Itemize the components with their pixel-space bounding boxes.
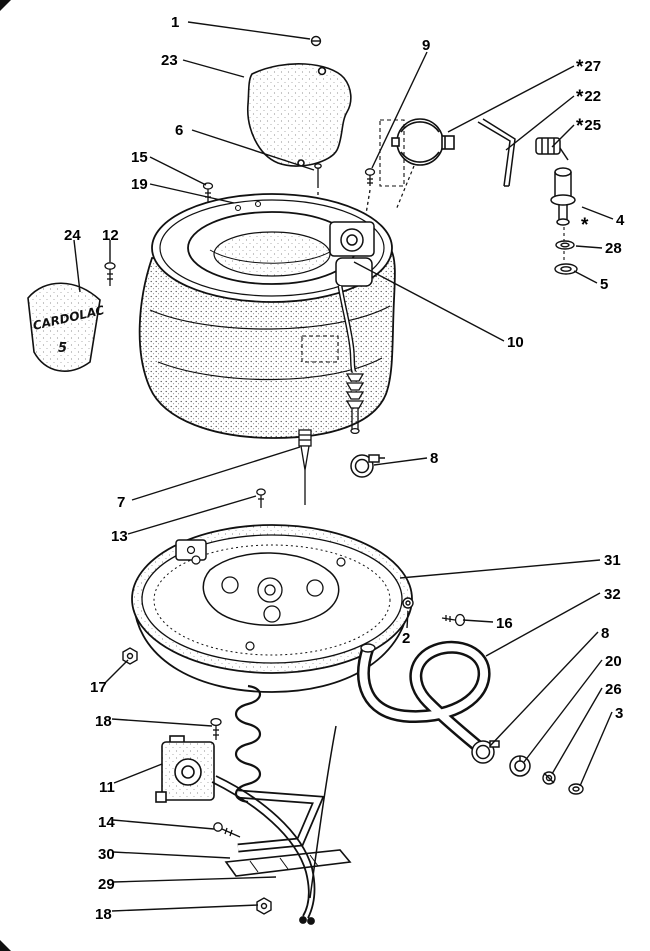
- callout-1: 1: [171, 14, 180, 31]
- screw-12: [104, 262, 116, 286]
- adapter-plate-31: [131, 524, 413, 693]
- fuel-pump: [379, 118, 455, 211]
- callout-3: 3: [615, 705, 624, 722]
- callout-29: 29: [98, 876, 115, 893]
- washer-28: [555, 240, 575, 250]
- carburetor: [329, 221, 375, 374]
- callout-13: 13: [111, 528, 128, 545]
- solenoid-11: [155, 735, 215, 803]
- callout-26: 26: [605, 681, 622, 698]
- barbed-fitting: [345, 373, 365, 435]
- callout-32: 32: [604, 586, 621, 603]
- callout-14: 14: [98, 814, 115, 831]
- pin-6: [314, 163, 322, 212]
- callout-12: 12: [102, 227, 119, 244]
- callout-30: 30: [98, 846, 115, 863]
- screw-14: [213, 822, 241, 838]
- asterisk: *: [576, 116, 584, 137]
- callout-10: 10: [507, 334, 524, 351]
- screw-18-upper: [210, 717, 222, 740]
- asterisk: *: [576, 57, 584, 78]
- nut-18-lower: [256, 897, 272, 915]
- callout-31: 31: [604, 552, 621, 569]
- main-housing: [138, 193, 396, 439]
- fitting-26: [542, 771, 556, 785]
- bolt-9: [364, 168, 376, 215]
- callout-11: 11: [99, 779, 115, 796]
- stud-2: [402, 597, 414, 609]
- callout-4: 4: [616, 212, 625, 229]
- bracket-30: [237, 789, 325, 853]
- needle-valve-7: [298, 429, 312, 505]
- callout-28: 28: [605, 240, 622, 257]
- screw-16: [441, 613, 466, 627]
- leader-lines: [73, 21, 614, 912]
- callout-23: 23: [161, 52, 178, 69]
- model-plate-24: CARDOLAC 5: [27, 282, 106, 372]
- callout-22: *22: [576, 87, 602, 108]
- callout-24: 24: [64, 227, 81, 244]
- callout-18-upper: 18: [95, 713, 112, 730]
- wire-bracket-22: [477, 118, 516, 187]
- fuel-hose-32: [357, 640, 491, 753]
- callout-27: *27: [576, 57, 602, 78]
- callout-2: 2: [402, 630, 411, 647]
- nut-17: [122, 647, 138, 665]
- callout-17: 17: [90, 679, 107, 696]
- callout-16: 16: [496, 615, 513, 632]
- wires: [211, 725, 337, 925]
- callout-8-upper: 8: [430, 450, 439, 467]
- callout-8-lower: 8: [601, 625, 610, 642]
- hose-clamp-lower-8: [471, 740, 500, 764]
- coil-spring: [234, 684, 262, 804]
- callout-15: 15: [131, 149, 148, 166]
- screw-15: [202, 182, 214, 203]
- scan-corner-marks: [0, 0, 11, 951]
- elbow-fitting-4: [550, 167, 576, 262]
- hose-clamp-upper-8: [350, 454, 385, 478]
- washer-5: [554, 263, 578, 275]
- pin-1: [310, 35, 322, 47]
- plate-line2: 5: [58, 341, 67, 356]
- callout-5: 5: [600, 276, 609, 293]
- screw-13: [256, 488, 266, 508]
- callout-9: 9: [422, 37, 431, 54]
- cover-plate-23: [247, 63, 352, 167]
- plate-29: [224, 849, 352, 877]
- asterisk: *: [576, 87, 584, 108]
- callout-25: *25: [576, 116, 602, 137]
- callout-18-lower: 18: [95, 906, 112, 923]
- callout-star: *: [581, 215, 589, 236]
- callout-20: 20: [605, 653, 622, 670]
- connector-25: [535, 137, 569, 161]
- callout-6: 6: [175, 122, 184, 139]
- callout-19: 19: [131, 176, 148, 193]
- callout-7: 7: [117, 494, 126, 511]
- washer-3: [568, 783, 584, 795]
